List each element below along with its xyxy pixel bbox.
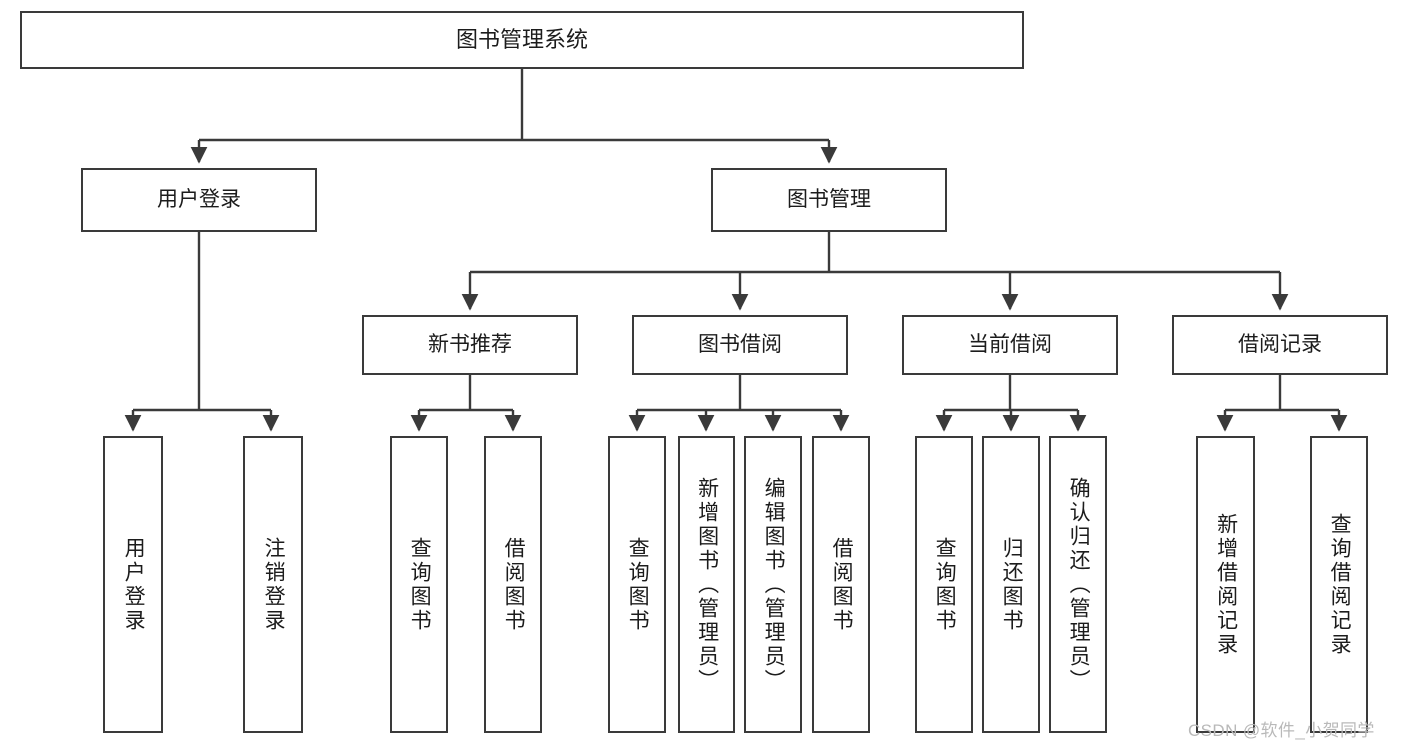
node-user-login-label: 用户登录 xyxy=(157,187,241,211)
node-root[interactable]: 图书管理系统 xyxy=(20,11,1024,69)
leaf-add-book-admin[interactable]: 新增图书（管理员） xyxy=(678,436,735,733)
leaf-label: 归还图书 xyxy=(1000,536,1024,633)
node-book-management-label: 图书管理 xyxy=(787,187,871,211)
leaf-query-book-borrow[interactable]: 查询图书 xyxy=(608,436,666,733)
leaf-label: 查询图书 xyxy=(626,536,650,633)
leaf-label: 查询借阅记录 xyxy=(1328,512,1352,657)
leaf-query-book-current[interactable]: 查询图书 xyxy=(915,436,973,733)
node-book-borrow-label: 图书借阅 xyxy=(698,332,782,356)
leaf-label: 新增图书（管理员） xyxy=(695,476,719,693)
leaf-confirm-return-admin[interactable]: 确认归还（管理员） xyxy=(1049,436,1107,733)
node-root-label: 图书管理系统 xyxy=(455,27,588,53)
leaf-user-login[interactable]: 用户登录 xyxy=(103,436,163,733)
node-borrow-record-label: 借阅记录 xyxy=(1238,332,1322,356)
leaf-label: 确认归还（管理员） xyxy=(1067,476,1091,693)
leaf-label: 查询图书 xyxy=(933,536,957,633)
node-current-borrow-label: 当前借阅 xyxy=(968,332,1052,356)
node-user-login[interactable]: 用户登录 xyxy=(81,168,317,232)
leaf-label: 新增借阅记录 xyxy=(1214,512,1238,657)
leaf-query-borrow-record[interactable]: 查询借阅记录 xyxy=(1310,436,1368,733)
node-new-book-recommend[interactable]: 新书推荐 xyxy=(362,315,578,375)
leaf-label: 查询图书 xyxy=(408,536,432,633)
leaf-query-book-recommend[interactable]: 查询图书 xyxy=(390,436,448,733)
csdn-watermark: CSDN @软件_小贺同学 xyxy=(1188,721,1375,740)
node-book-borrow[interactable]: 图书借阅 xyxy=(632,315,848,375)
leaf-borrow-book[interactable]: 借阅图书 xyxy=(812,436,870,733)
node-current-borrow[interactable]: 当前借阅 xyxy=(902,315,1118,375)
leaf-label: 编辑图书（管理员） xyxy=(762,476,786,693)
leaf-logout-login[interactable]: 注销登录 xyxy=(243,436,303,733)
node-new-book-recommend-label: 新书推荐 xyxy=(428,332,512,356)
leaf-label: 借阅图书 xyxy=(830,536,854,633)
leaf-label: 注销登录 xyxy=(262,536,286,633)
leaf-label: 借阅图书 xyxy=(502,536,526,633)
leaf-borrow-book-recommend[interactable]: 借阅图书 xyxy=(484,436,542,733)
leaf-label: 用户登录 xyxy=(122,536,146,633)
leaf-edit-book-admin[interactable]: 编辑图书（管理员） xyxy=(744,436,802,733)
node-book-management[interactable]: 图书管理 xyxy=(711,168,947,232)
node-borrow-record[interactable]: 借阅记录 xyxy=(1172,315,1388,375)
leaf-add-borrow-record[interactable]: 新增借阅记录 xyxy=(1196,436,1255,733)
leaf-return-book[interactable]: 归还图书 xyxy=(982,436,1040,733)
